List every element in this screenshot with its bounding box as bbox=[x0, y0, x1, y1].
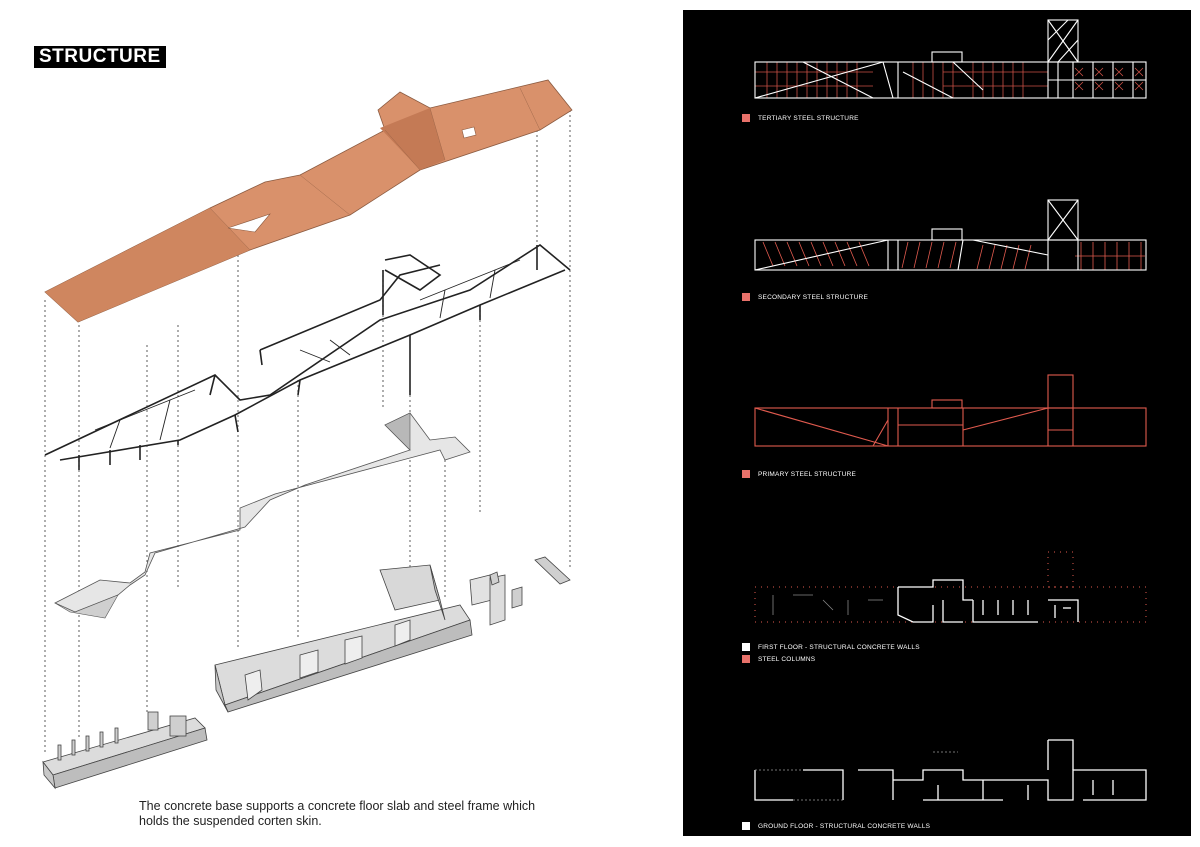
tertiary-steel-plan bbox=[754, 19, 1147, 99]
legend-label: GROUND FLOOR - STRUCTURAL CONCRETE WALLS bbox=[758, 822, 931, 830]
first-floor-plan bbox=[754, 551, 1147, 623]
steel-frame bbox=[44, 244, 571, 470]
legend-label: PRIMARY STEEL STRUCTURE bbox=[758, 470, 857, 478]
swatch-white bbox=[742, 822, 750, 830]
ground-floor-walls bbox=[42, 711, 208, 790]
corten-roof bbox=[44, 79, 573, 323]
ground-floor-plan bbox=[754, 739, 1147, 801]
first-floor-walls bbox=[214, 556, 571, 713]
legend-tertiary: TERTIARY STEEL STRUCTURE bbox=[742, 114, 859, 122]
legend-label: TERTIARY STEEL STRUCTURE bbox=[758, 114, 859, 122]
swatch-red bbox=[742, 114, 750, 122]
legend-label: STEEL COLUMNS bbox=[758, 655, 816, 663]
legend-primary: PRIMARY STEEL STRUCTURE bbox=[742, 470, 856, 478]
page-title: STRUCTURE bbox=[34, 46, 166, 68]
swatch-white bbox=[742, 643, 750, 651]
legend-first-floor: FIRST FLOOR - STRUCTURAL CONCRETE WALLS bbox=[742, 643, 920, 651]
caption: The concrete base supports a concrete fl… bbox=[139, 799, 536, 828]
legend-secondary: SECONDARY STEEL STRUCTURE bbox=[742, 293, 868, 301]
floor-slab bbox=[54, 412, 471, 619]
secondary-steel-plan bbox=[754, 199, 1147, 271]
swatch-red bbox=[742, 655, 750, 663]
structure-plans-panel: TERTIARY STEEL STRUCTURE SECONDARY STEEL… bbox=[683, 10, 1191, 836]
primary-steel-plan bbox=[754, 374, 1147, 447]
legend-ground-floor: GROUND FLOOR - STRUCTURAL CONCRETE WALLS bbox=[742, 822, 930, 830]
legend-label: SECONDARY STEEL STRUCTURE bbox=[758, 293, 868, 301]
exploded-axonometric bbox=[42, 79, 573, 790]
swatch-red bbox=[742, 470, 750, 478]
plans-svg bbox=[754, 19, 1147, 801]
legend-label: FIRST FLOOR - STRUCTURAL CONCRETE WALLS bbox=[758, 643, 920, 651]
legend-steel-columns: STEEL COLUMNS bbox=[742, 655, 815, 663]
swatch-red bbox=[742, 293, 750, 301]
